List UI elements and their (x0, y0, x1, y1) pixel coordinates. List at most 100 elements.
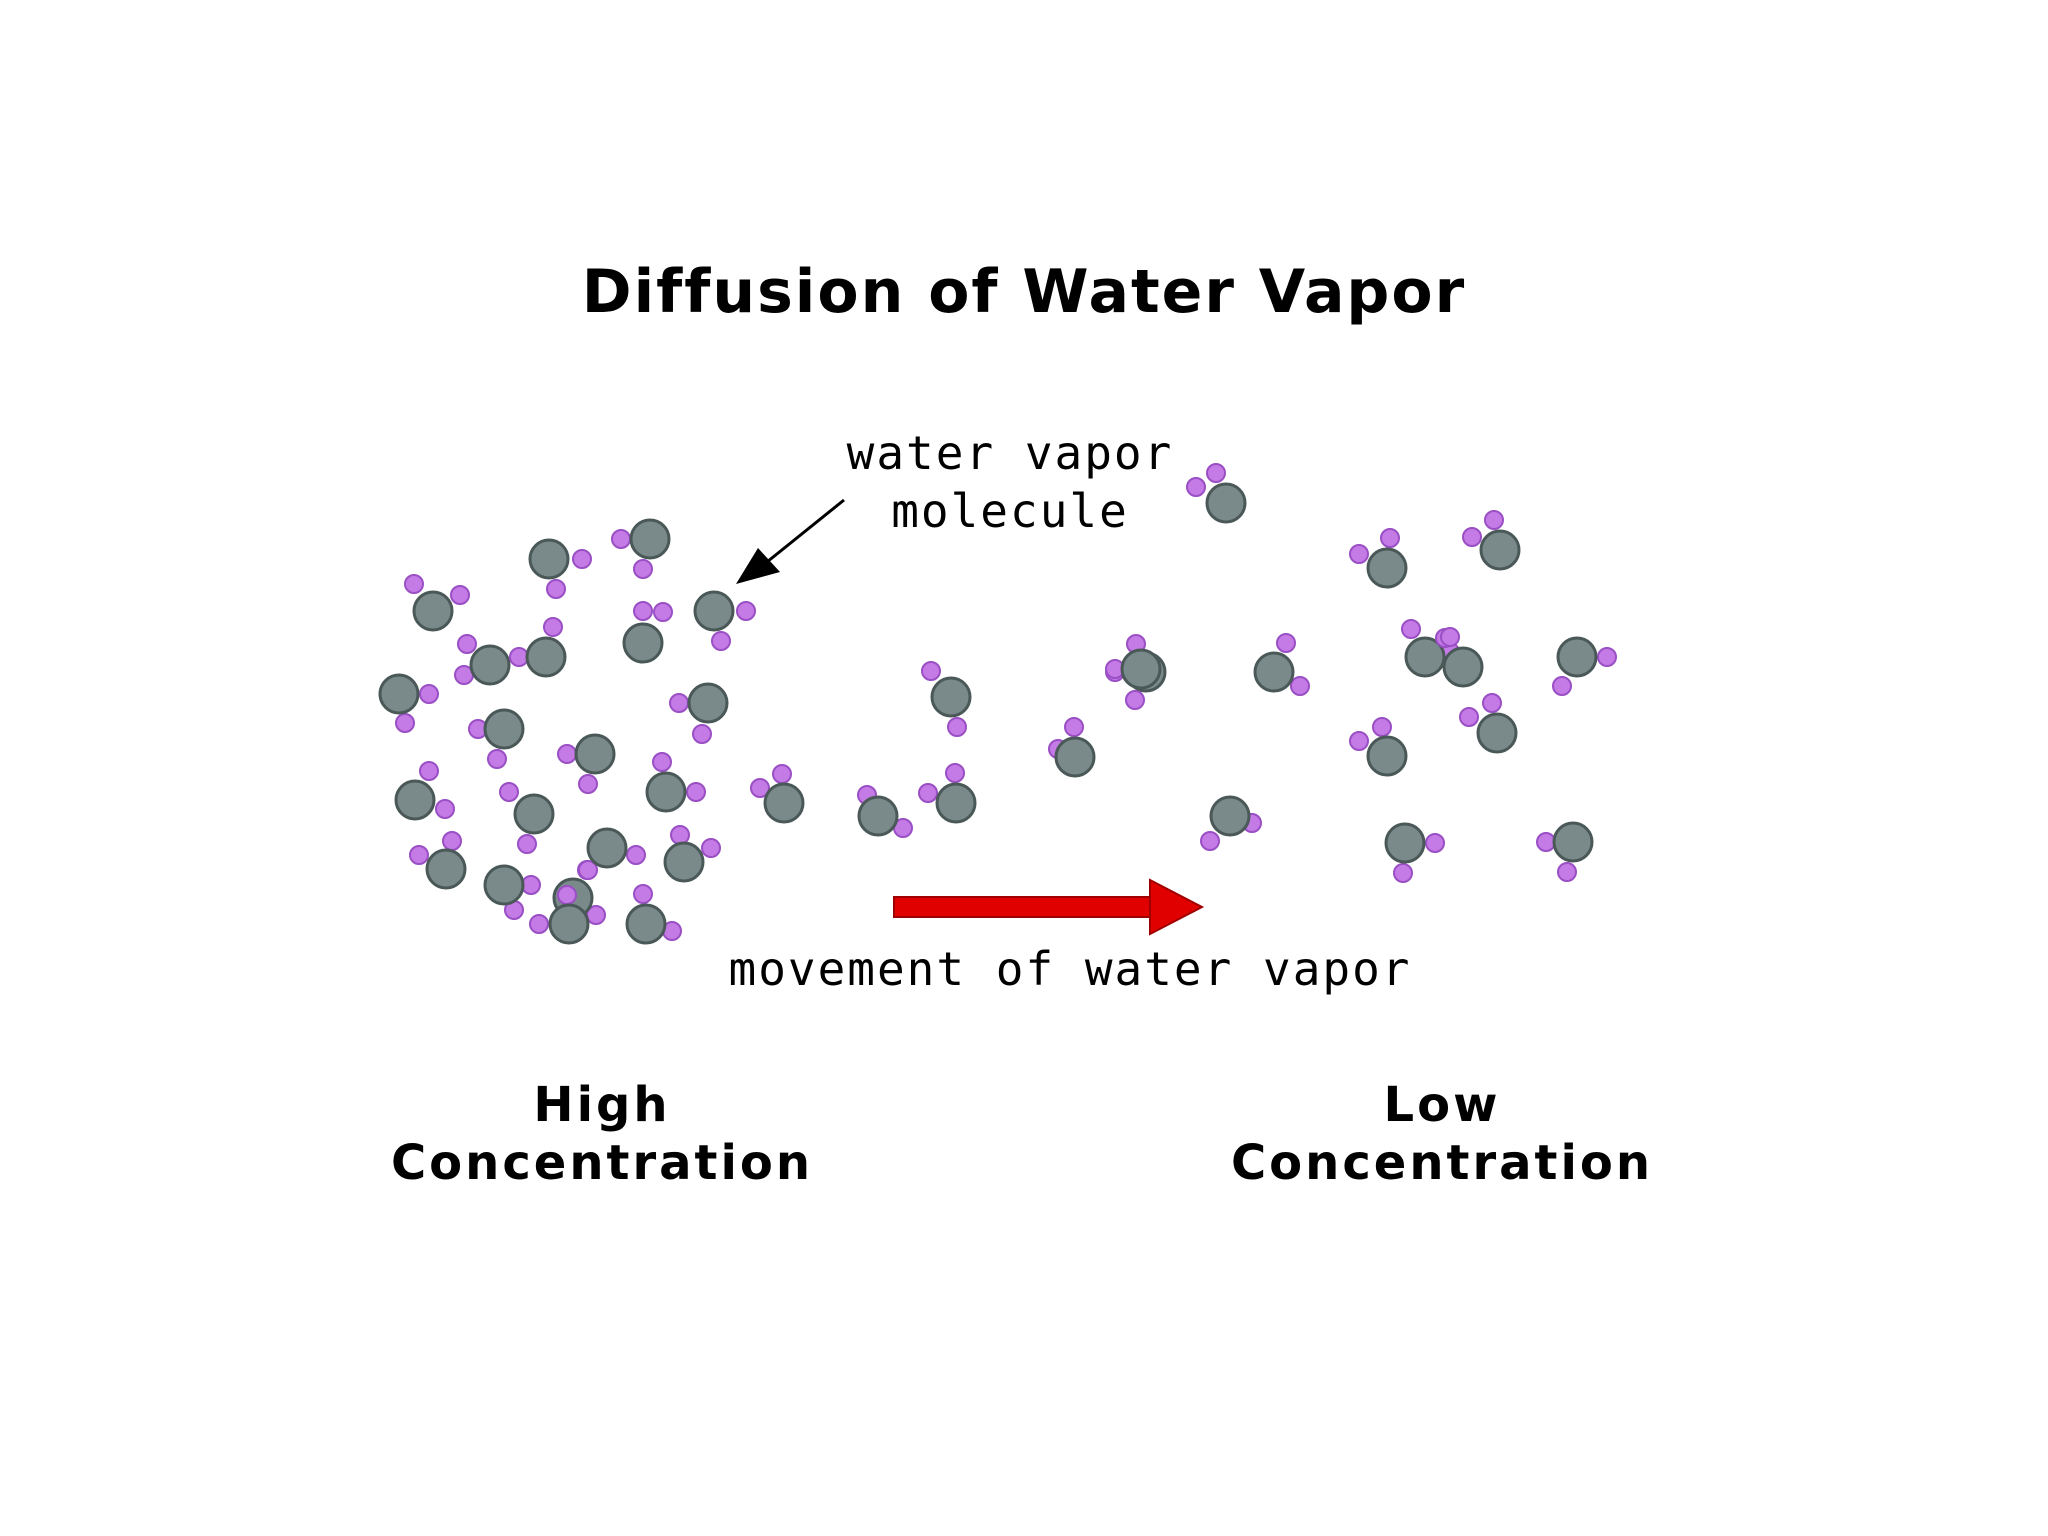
water-molecule (1349, 717, 1408, 777)
movement-arrow (893, 878, 1205, 936)
water-molecule (622, 601, 673, 664)
hydrogen-atom (521, 875, 541, 895)
water-molecule (578, 827, 646, 880)
oxygen-atom (1120, 648, 1162, 690)
hydrogen-atom (457, 634, 477, 654)
hydrogen-atom (509, 647, 529, 667)
hydrogen-atom (1482, 693, 1502, 713)
water-molecule (1552, 636, 1617, 696)
hydrogen-atom (611, 529, 631, 549)
water-molecule (1384, 822, 1445, 883)
water-molecule (468, 708, 525, 769)
water-molecule (509, 617, 567, 678)
water-molecule (918, 763, 977, 824)
low-label-line2: Concentration (1230, 1135, 1654, 1191)
hydrogen-atom (1440, 627, 1460, 647)
hydrogen-atom (772, 764, 792, 784)
oxygen-atom (1442, 646, 1484, 688)
oxygen-atom (412, 590, 454, 632)
hydrogen-atom (1125, 690, 1145, 710)
water-molecule (1459, 693, 1518, 754)
oxygen-atom (687, 682, 729, 724)
hydrogen-atom (450, 585, 470, 605)
hydrogen-atom (1459, 707, 1479, 727)
oxygen-atom (528, 538, 570, 580)
water-molecule (394, 761, 455, 821)
oxygen-atom (394, 779, 436, 821)
hydrogen-atom (487, 749, 507, 769)
water-molecule (1536, 821, 1594, 882)
water-molecule (529, 885, 590, 945)
hydrogen-atom (572, 549, 592, 569)
hydrogen-atom (404, 574, 424, 594)
water-molecule (378, 673, 439, 733)
hydrogen-atom (633, 559, 653, 579)
water-molecule (404, 574, 470, 632)
molecule-group (378, 463, 1617, 945)
water-molecule (1349, 528, 1408, 589)
oxygen-atom (1479, 529, 1521, 571)
hydrogen-atom (435, 799, 455, 819)
oxygen-atom (586, 827, 628, 869)
hydrogen-atom (669, 693, 689, 713)
hydrogen-atom (626, 845, 646, 865)
hydrogen-atom (557, 744, 577, 764)
oxygen-atom (1253, 651, 1295, 693)
hydrogen-atom (653, 602, 673, 622)
hydrogen-atom (578, 774, 598, 794)
oxygen-atom (693, 590, 735, 632)
oxygen-atom (622, 622, 664, 664)
oxygen-atom (525, 636, 567, 678)
oxygen-atom (574, 733, 616, 775)
hydrogen-atom (1557, 862, 1577, 882)
hydrogen-atom (1372, 717, 1392, 737)
water-molecule (921, 661, 972, 737)
hydrogen-atom (1349, 731, 1369, 751)
hydrogen-atom (543, 617, 563, 637)
oxygen-atom (857, 795, 899, 837)
hydrogen-atom (1186, 477, 1206, 497)
hydrogen-atom (557, 885, 577, 905)
water-molecule (663, 825, 721, 883)
hydrogen-atom (395, 713, 415, 733)
oxygen-atom (483, 708, 525, 750)
hydrogen-atom (670, 825, 690, 845)
hydrogen-atom (945, 763, 965, 783)
water-molecule (693, 590, 756, 651)
hydrogen-atom (1276, 633, 1296, 653)
hydrogen-atom (652, 752, 672, 772)
hydrogen-atom (692, 724, 712, 744)
hydrogen-atom (1064, 717, 1084, 737)
water-molecule (750, 764, 805, 824)
oxygen-atom (1366, 735, 1408, 777)
water-molecule (528, 538, 592, 599)
oxygen-atom (1404, 636, 1446, 678)
water-molecule (557, 733, 616, 794)
water-molecule (483, 864, 541, 920)
oxygen-atom (548, 903, 590, 945)
hydrogen-atom (1380, 528, 1400, 548)
oxygen-atom (1205, 482, 1247, 524)
oxygen-atom (1476, 712, 1518, 754)
hydrogen-atom (529, 914, 549, 934)
water-molecule (499, 782, 555, 854)
high-label-line1: High (533, 1077, 671, 1133)
oxygen-atom (378, 673, 420, 715)
hydrogen-atom (1552, 676, 1572, 696)
high-label-line2: Concentration (390, 1135, 814, 1191)
oxygen-atom (483, 864, 525, 906)
oxygen-atom (469, 644, 511, 686)
hydrogen-atom (947, 717, 967, 737)
hydrogen-atom (686, 782, 706, 802)
low-label-line1: Low (1383, 1077, 1501, 1133)
water-molecule (454, 634, 511, 686)
oxygen-atom (763, 782, 805, 824)
low-concentration-label: Low Concentration (1192, 1076, 1692, 1192)
oxygen-atom (425, 848, 467, 890)
hydrogen-atom (921, 661, 941, 681)
hydrogen-atom (633, 884, 653, 904)
oxygen-atom (1556, 636, 1598, 678)
oxygen-atom (1209, 795, 1251, 837)
